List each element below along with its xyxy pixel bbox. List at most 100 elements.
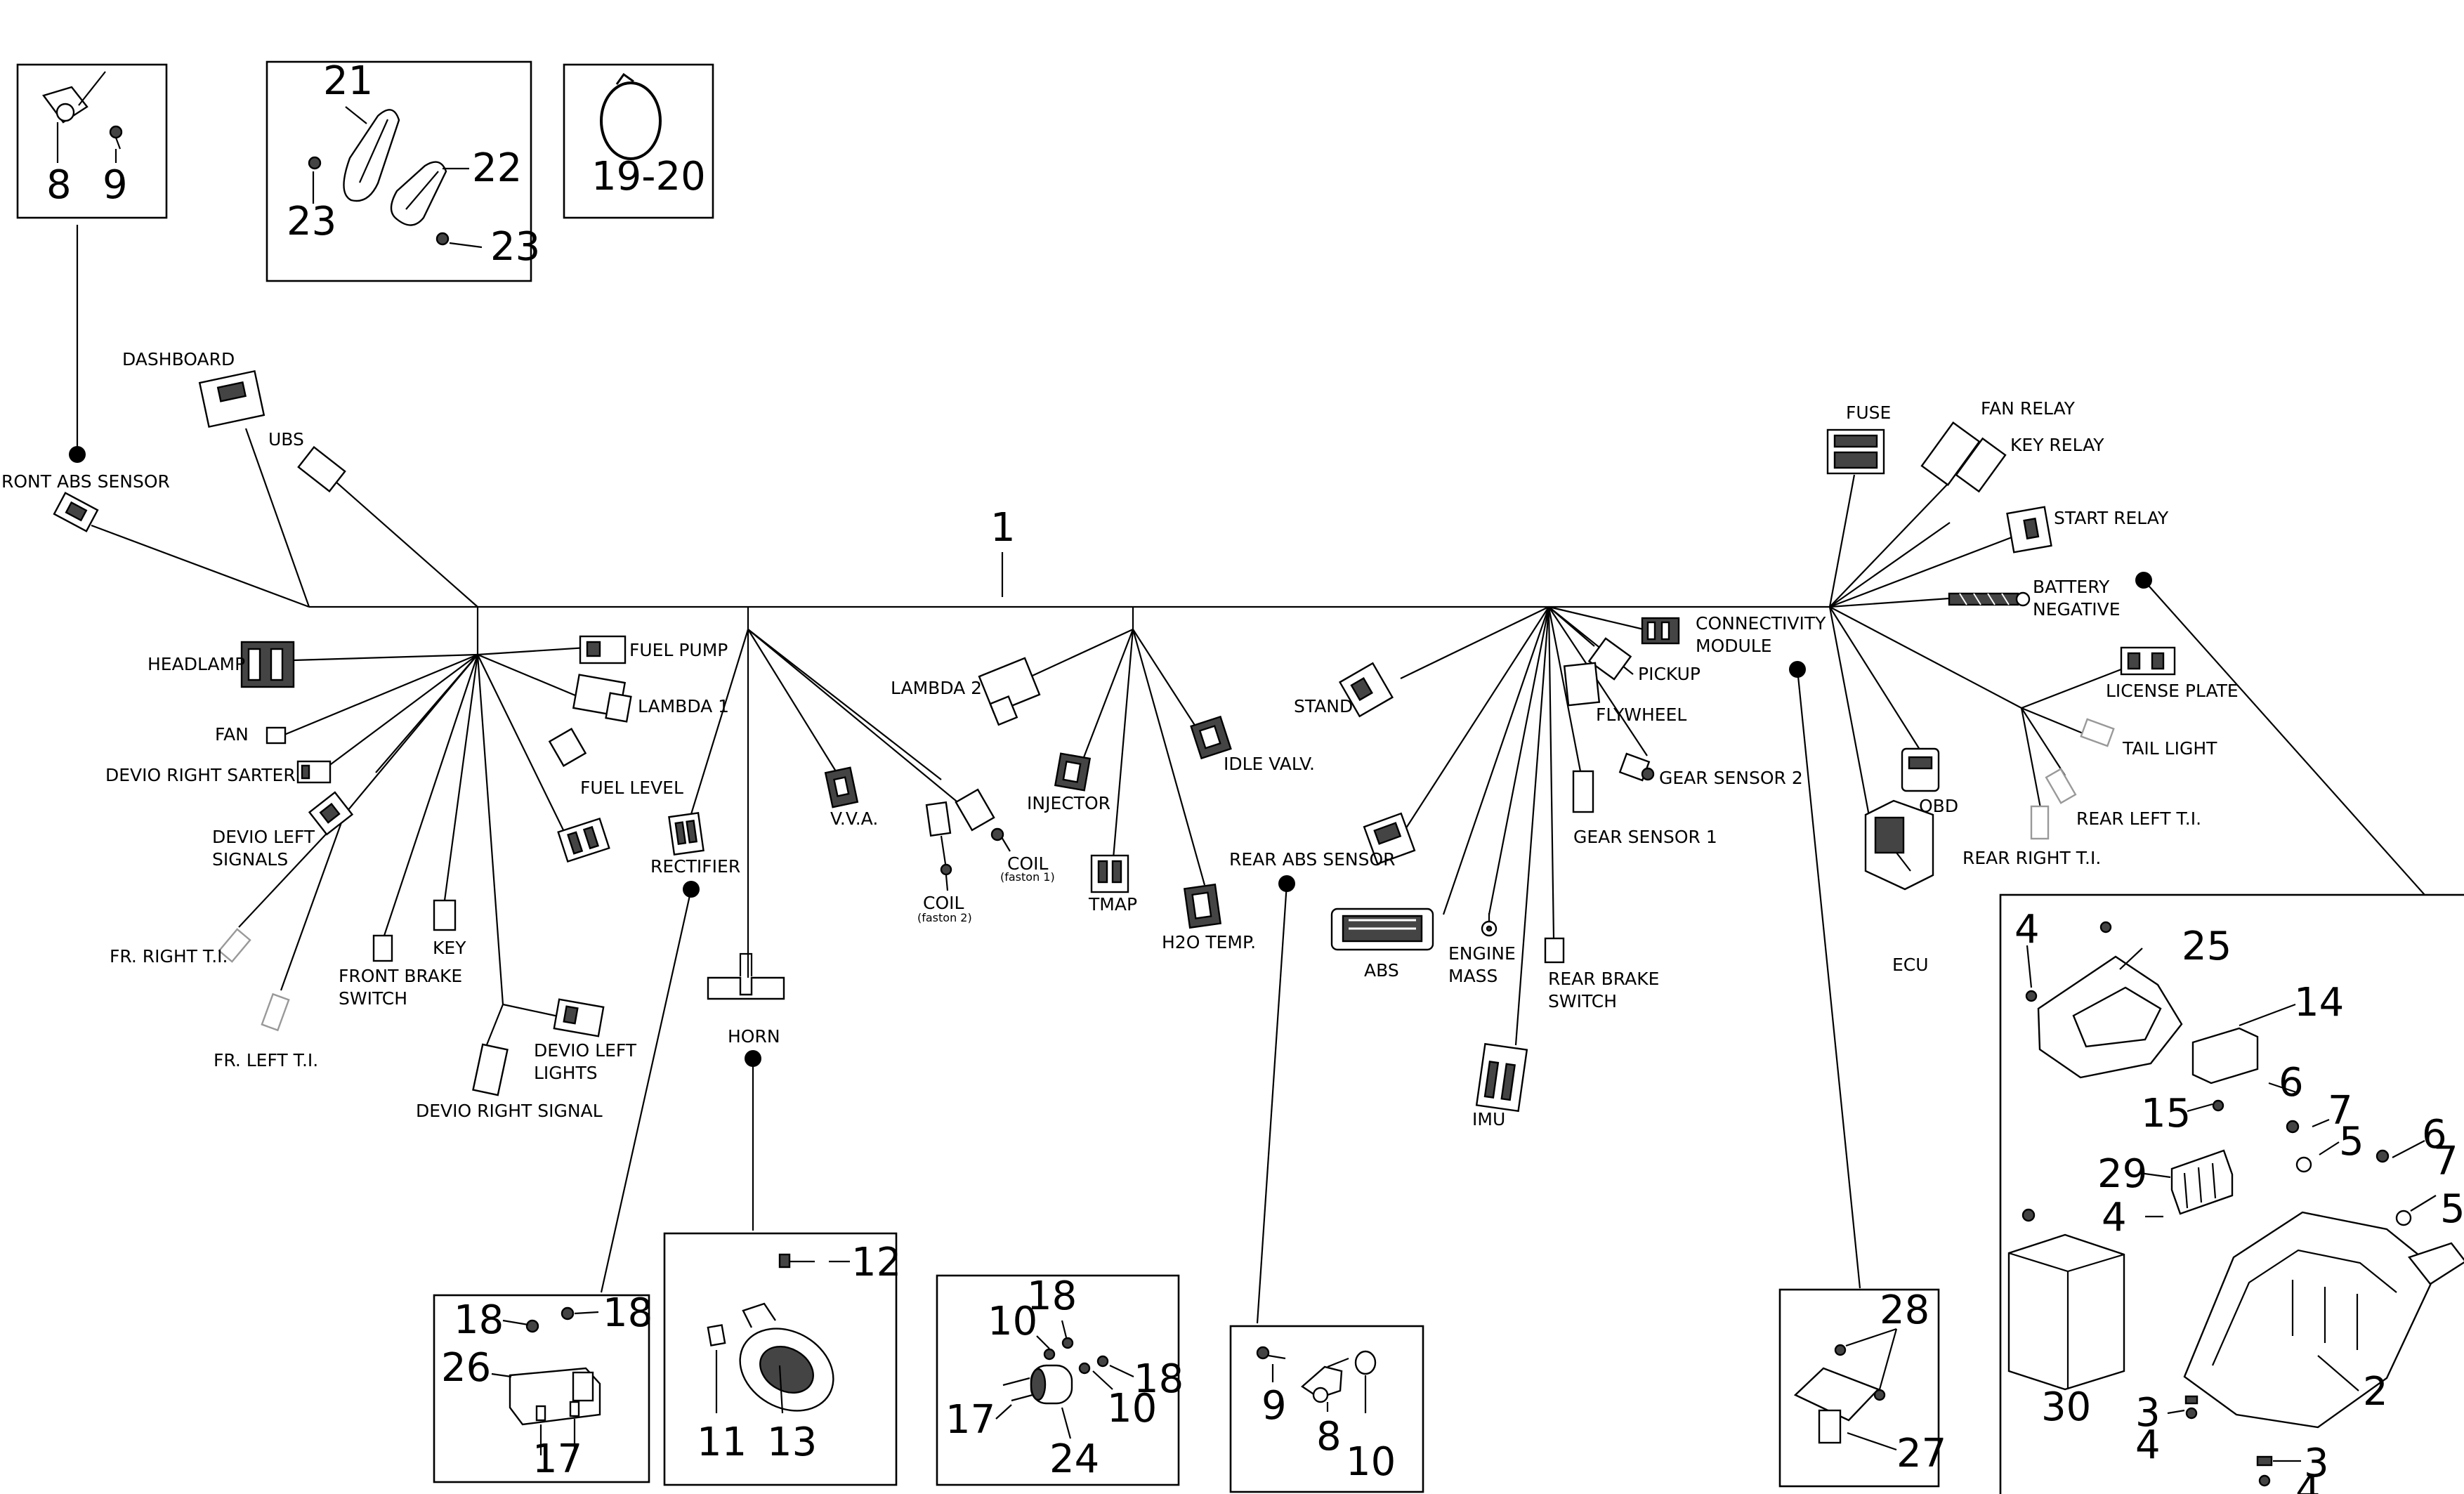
label-fan-relay: FAN RELAY [1981,398,2076,419]
flywheel-connector-icon [1563,662,1601,707]
ref-1: 1 [990,505,1016,551]
label-rear-brake-switch-1: REAR BRAKE [1548,969,1659,989]
ref-10: 10 [1346,1439,1396,1485]
battery-icon [2007,1233,2125,1391]
label-devio-right-sarter: DEVIO RIGHT SARTER [105,765,296,785]
horn-connector-icon [707,952,785,1000]
front-abs-sensor-connector-icon [53,492,99,532]
ref-4b: 4 [2102,1195,2127,1240]
horn-nut-icon [707,1324,726,1346]
label-battery-negative-1: BATTERY [2033,577,2110,597]
ref-17: 17 [945,1397,995,1443]
ref-18b: 18 [1134,1356,1184,1402]
pickup-connector-icon [1587,637,1632,681]
ref-17: 17 [532,1436,582,1482]
label-devio-left-lights-1: DEVIO LEFT [534,1040,637,1061]
label-fan: FAN [215,724,249,745]
label-rear-brake-switch-2: SWITCH [1548,991,1617,1011]
label-gear-sensor-1: GEAR SENSOR 1 [1573,827,1717,847]
label-license-plate: LICENSE PLATE [2106,681,2239,701]
label-connectivity-module-2: MODULE [1696,636,1772,656]
horn-screw-icon [778,1253,815,1269]
ref-18b: 18 [603,1290,653,1336]
ref-8: 8 [1316,1414,1342,1460]
label-tail-light: TAIL LIGHT [2122,738,2217,759]
idle-valv-connector-icon [1190,715,1232,760]
ecu-connector-icon [1864,799,1934,891]
ref-28: 28 [1880,1287,1929,1333]
inset-coil: 10 18 18 10 17 24 [936,1273,1184,1486]
label-gear-sensor-2: GEAR SENSOR 2 [1659,768,1803,788]
ubs-connector-icon [297,445,346,493]
ref-4c: 4 [2135,1422,2161,1468]
label-flywheel: FLYWHEEL [1596,705,1686,725]
injector-connector-icon [1054,752,1092,792]
label-vva: V.V.A. [830,808,878,829]
label-devio-left-lights-2: LIGHTS [534,1063,598,1083]
harness-right-middle-branches [1400,605,1648,1046]
label-fuel-pump: FUEL PUMP [629,640,728,660]
ref-10a: 10 [988,1299,1037,1344]
harness-left-branches [91,428,606,1047]
ref-15: 15 [2141,1091,2191,1136]
license-plate-connector-icon [2120,646,2176,676]
inset-front-abs-sensor: 8 9 [16,63,168,219]
screw-icon [109,125,123,150]
fuel-level-plug-icon [557,817,610,863]
connectivity-module-icon [1793,1344,1886,1444]
ref-18a: 18 [1027,1273,1077,1319]
lambda-1-connector-icon [572,674,632,723]
label-dashboard: DASHBOARD [122,349,235,369]
label-front-abs-sensor: RONT ABS SENSOR [1,471,170,492]
engine-mass-terminal-icon [1481,913,1498,937]
label-key-relay: KEY RELAY [2010,435,2104,455]
imu-connector-icon [1475,1042,1528,1113]
label-rear-left-ti: REAR LEFT T.I. [2076,808,2201,829]
label-fuel-level: FUEL LEVEL [580,778,683,798]
label-engine-mass-2: MASS [1448,966,1498,986]
label-battery-negative-2: NEGATIVE [2033,599,2121,620]
ref-2: 2 [2363,1369,2388,1415]
abs-unit-icon [1330,907,1434,951]
label-imu: IMU [1472,1109,1505,1129]
devio-right-signal-connector-icon [472,1043,509,1096]
tail-light-connector-icon [2080,718,2115,747]
label-abs: ABS [1364,960,1399,981]
ref-23b: 23 [490,224,540,270]
ref-23: 23 [287,199,336,244]
ref-26: 26 [441,1345,491,1391]
label-tmap: TMAP [1088,894,1137,915]
battery-negative-terminal-icon [1948,591,2031,607]
hardware-icons [2021,1099,2412,1487]
inset-horn: 12 11 13 [663,1232,901,1486]
ref-21: 21 [323,58,373,104]
headlamp-connector-icon [240,641,295,688]
battery-tray-icon [2183,1211,2464,1429]
inset-ring: 19-20 [563,63,714,219]
label-rear-right-ti: REAR RIGHT T.I. [1962,848,2101,868]
label-devio-left-signals-1: DEVIO LEFT [212,827,315,847]
rear-right-ti-connector-icon [2030,805,2050,840]
lambda-2-connector-icon [978,657,1041,726]
vva-connector-icon [824,766,859,808]
horn-icon [739,1302,834,1412]
ref-18a: 18 [454,1297,504,1343]
connectivity-module-connector-icon [1641,617,1680,645]
label-coil-1-note: (faston 1) [1000,870,1055,884]
label-coil-2: COIL [923,893,964,913]
ref-22: 22 [472,145,522,191]
label-front-brake-switch-1: FRONT BRAKE [339,966,462,986]
inset-rectifier: 18 18 26 17 [433,1290,653,1483]
key-connector-icon [433,899,457,931]
key-relay-icon [1955,437,2007,493]
obd-connector-icon [1901,747,1940,792]
label-start-relay: START RELAY [2054,508,2169,528]
fuel-level-connector-icon [548,728,587,767]
ref-19-20: 19-20 [591,154,706,199]
rear-abs-screw-icon [1256,1346,1286,1360]
fr-left-ti-connector-icon [261,992,290,1032]
label-rear-abs-sensor: REAR ABS SENSOR [1229,849,1396,870]
label-fr-right-ti: FR. RIGHT T.I. [110,946,228,966]
label-idle-valv: IDLE VALV. [1224,754,1315,774]
